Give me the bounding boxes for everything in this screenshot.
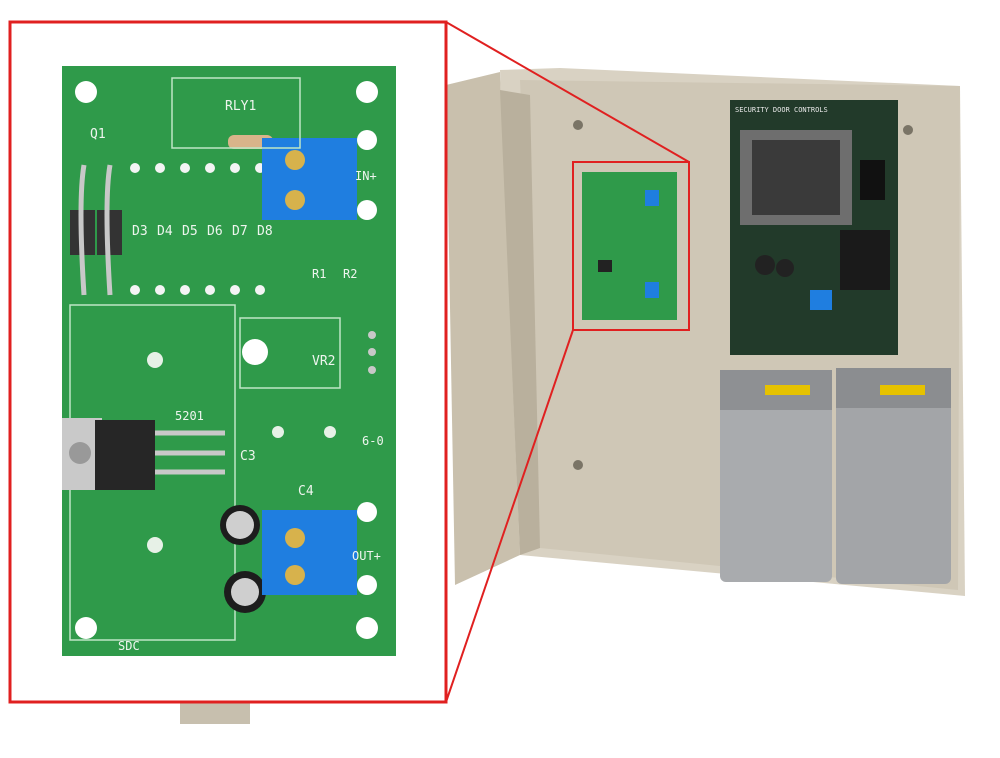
mount-hole — [573, 460, 583, 470]
batteries — [720, 368, 951, 584]
small-pcb — [582, 172, 677, 320]
heatsink — [840, 230, 890, 290]
enlarged-pcb: Q1 RLY1 D3 D4 D5 D6 D7 D8 R1 R2 VR2 C3 C… — [62, 66, 396, 656]
label-d5: D5 — [182, 224, 198, 239]
power-supply-board: SECURITY DOOR CONTROLS — [730, 100, 898, 355]
mount-hole — [903, 125, 913, 135]
label-d7: D7 — [232, 224, 248, 239]
label-d8: D8 — [257, 224, 273, 239]
mount-hole — [573, 120, 583, 130]
label-regulator: 5201 — [175, 409, 204, 423]
label-d4: D4 — [157, 224, 173, 239]
regulator — [95, 420, 155, 490]
label-in-plus: IN+ — [355, 169, 377, 183]
battery — [836, 368, 951, 584]
label-vr2: VR2 — [312, 354, 335, 369]
label-r2: R2 — [343, 267, 357, 281]
terminal-block-out — [262, 510, 357, 595]
label-rly1: RLY1 — [225, 99, 256, 114]
battery — [720, 370, 832, 582]
label-q1: Q1 — [90, 127, 106, 142]
board-title: SECURITY DOOR CONTROLS — [735, 106, 828, 114]
label-r1: R1 — [312, 267, 326, 281]
label-6-0: 6-0 — [362, 434, 384, 448]
label-c3: C3 — [240, 449, 256, 464]
terminal-block-in — [262, 138, 357, 220]
label-d3: D3 — [132, 224, 148, 239]
enclosure-door — [446, 72, 520, 585]
label-c4: C4 — [298, 484, 314, 499]
callout-small-box — [572, 161, 690, 331]
label-out-plus: OUT+ — [352, 549, 381, 563]
label-d6: D6 — [207, 224, 223, 239]
label-sdc: SDC — [118, 639, 140, 653]
resistor — [228, 135, 273, 149]
